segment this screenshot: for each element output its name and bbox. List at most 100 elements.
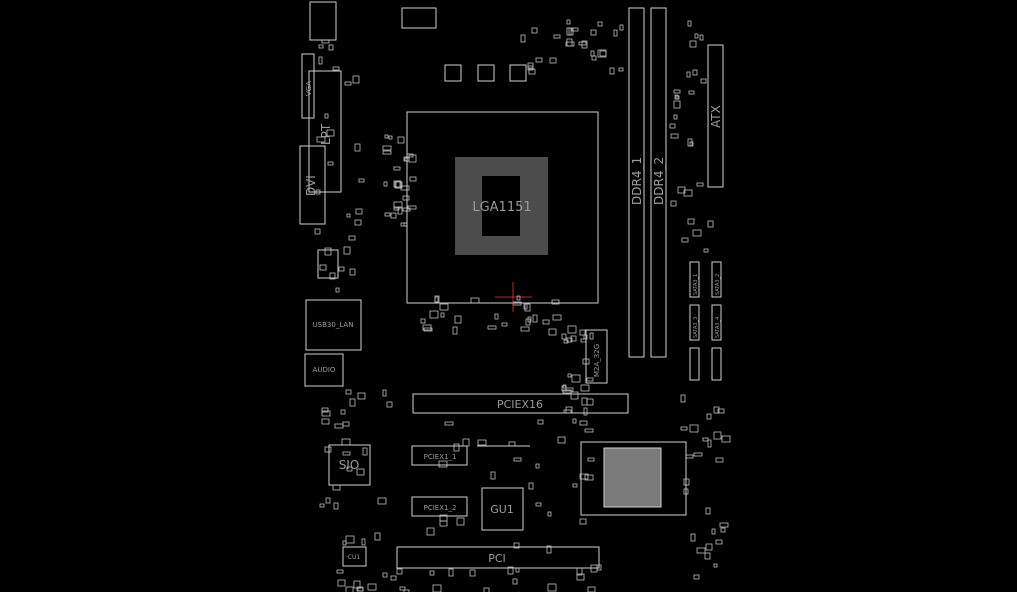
smd-pad <box>340 409 346 415</box>
component-pads <box>314 19 731 592</box>
pci-label: PCI <box>488 552 506 565</box>
smd-pad <box>393 166 401 171</box>
smd-pad <box>528 68 536 75</box>
smd-pad <box>576 573 585 581</box>
smd-pad <box>469 569 476 577</box>
smd-pad <box>354 143 361 152</box>
dimm-slot-2[interactable] <box>650 7 667 358</box>
smd-pad <box>422 324 432 331</box>
smd-pad <box>562 389 572 394</box>
pciex16-slot[interactable] <box>412 393 629 414</box>
smd-pad <box>535 502 542 507</box>
audio-label: AUDIO <box>313 366 336 374</box>
cpu-power-connector[interactable] <box>401 7 437 29</box>
cu1-label: CU1 <box>348 554 361 561</box>
pciex1-slot-2[interactable] <box>411 496 468 517</box>
ps2-header[interactable] <box>309 1 337 41</box>
smd-pad <box>402 195 410 201</box>
smd-pad <box>407 205 417 210</box>
m2-slot[interactable] <box>585 329 608 384</box>
smd-pad <box>520 326 530 332</box>
smd-pad <box>318 56 323 65</box>
vga-connector[interactable] <box>301 53 315 119</box>
dvi-connector[interactable] <box>299 145 326 225</box>
smd-pad <box>692 229 702 237</box>
pci-slot[interactable] <box>396 546 600 569</box>
smd-pad <box>321 418 330 425</box>
smd-pad <box>579 473 589 480</box>
sata-port-2[interactable] <box>711 261 722 298</box>
dimm-slot-1[interactable] <box>628 7 645 358</box>
chipset-outline[interactable] <box>580 441 687 516</box>
smd-pad <box>542 319 550 325</box>
smd-pad <box>336 569 344 574</box>
gu1-chip[interactable] <box>481 487 524 531</box>
smd-pad <box>547 583 557 592</box>
smd-pad <box>393 206 400 211</box>
sata-2-label: SATA3_2 <box>715 274 721 295</box>
cpu-socket-outline[interactable] <box>406 111 599 304</box>
smd-pad <box>341 438 351 446</box>
crosshair-cursor <box>495 282 532 312</box>
usb-lan-connector[interactable] <box>305 299 362 351</box>
smd-pad <box>324 446 332 453</box>
smd-pad <box>352 75 360 84</box>
smd-pad <box>361 538 366 546</box>
pciex1-slot-1[interactable] <box>411 445 468 466</box>
smd-pad <box>324 247 332 256</box>
smd-pad <box>699 34 704 41</box>
smd-pad <box>694 33 699 39</box>
smd-pad <box>597 49 607 58</box>
smd-pad <box>673 114 678 120</box>
smd-pad <box>325 497 331 504</box>
smd-pad <box>356 468 365 476</box>
smd-pad <box>673 89 681 94</box>
smd-pad <box>707 220 714 228</box>
sio-chip[interactable] <box>328 444 371 486</box>
smd-pad <box>561 333 567 340</box>
usb-header[interactable] <box>317 249 339 279</box>
sata-port-4[interactable] <box>711 304 722 341</box>
atx-connector[interactable] <box>707 44 724 188</box>
smd-pad <box>406 153 414 158</box>
smd-pad <box>583 407 588 416</box>
smd-pad <box>409 176 417 182</box>
smd-pad <box>338 266 345 272</box>
smd-pad <box>690 533 696 542</box>
sata-port-1[interactable] <box>689 261 700 298</box>
smd-pad <box>408 154 417 163</box>
smd-pad <box>399 586 406 591</box>
smd-pad <box>706 413 712 420</box>
usb-lan-label: USB30_LAN <box>313 321 354 329</box>
smd-pad <box>393 180 402 188</box>
smd-pad <box>680 426 688 431</box>
sata-port-3[interactable] <box>689 304 700 341</box>
smd-pad <box>527 316 532 323</box>
smd-pad <box>567 325 577 334</box>
smd-pad <box>382 145 392 151</box>
smd-pad <box>508 441 516 447</box>
smd-pad <box>358 178 365 183</box>
smd-pad <box>382 389 387 397</box>
smd-pad <box>705 507 711 515</box>
smd-pad <box>687 20 692 27</box>
audio-connector[interactable] <box>304 353 344 387</box>
smd-pad <box>394 181 403 189</box>
cu1-chip[interactable] <box>342 546 367 567</box>
smd-pad <box>328 44 334 51</box>
smd-pad <box>494 313 499 320</box>
smd-pad <box>713 563 718 568</box>
smd-pad <box>572 483 578 488</box>
smd-pad <box>546 545 552 554</box>
pciex1-2-label: PCIEX1_2 <box>424 504 457 512</box>
sata-port-6[interactable] <box>711 347 722 381</box>
smd-pad <box>547 511 552 517</box>
smd-pad <box>501 322 508 327</box>
smd-pad <box>721 435 731 443</box>
sio-label: SIO <box>339 458 360 472</box>
smd-pad <box>669 123 676 129</box>
smd-pad <box>707 439 712 448</box>
smd-pad <box>403 589 410 592</box>
sata-port-5[interactable] <box>689 347 700 381</box>
